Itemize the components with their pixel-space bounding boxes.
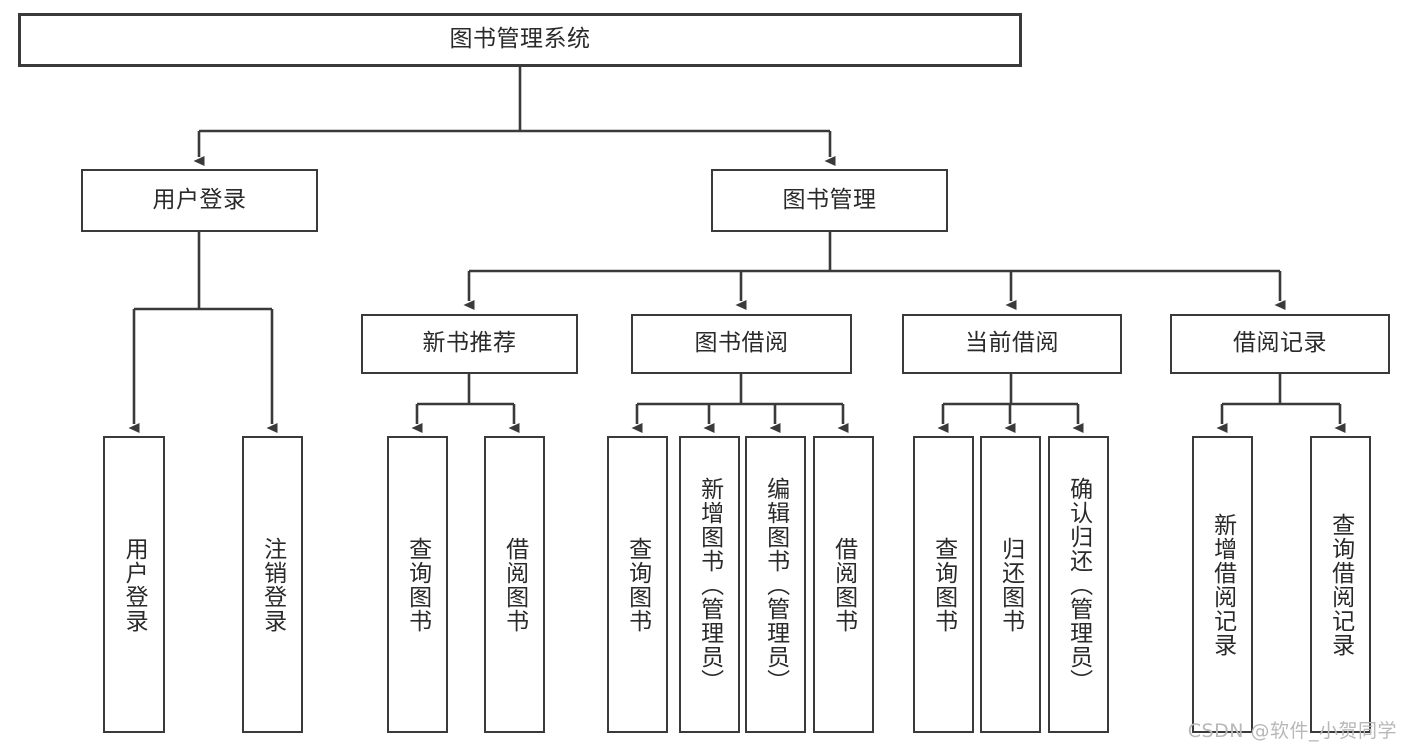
node-leaf-query-book-3-label: 查询图书 [930,536,957,633]
node-leaf-logout[interactable]: 注销登录 [242,436,303,733]
node-book-management-label: 图书管理 [782,186,877,213]
node-leaf-confirm-return-admin[interactable]: 确认归还（管理员） [1048,436,1109,733]
node-user-login[interactable]: 用户登录 [81,169,318,232]
node-leaf-query-borrow-record-label: 查询借阅记录 [1327,512,1354,657]
node-leaf-query-book-3[interactable]: 查询图书 [913,436,974,733]
node-leaf-borrow-book-1[interactable]: 借阅图书 [484,436,545,733]
node-book-borrow-label: 图书借阅 [694,330,789,357]
node-new-book-recommend-label: 新书推荐 [422,330,517,357]
node-book-management[interactable]: 图书管理 [711,169,948,232]
node-leaf-query-borrow-record[interactable]: 查询借阅记录 [1310,436,1371,733]
node-leaf-edit-book-admin-label: 编辑图书（管理员） [762,476,789,693]
node-leaf-query-book-1-label: 查询图书 [404,536,431,633]
node-leaf-return-book-label: 归还图书 [997,536,1024,633]
node-leaf-borrow-book-1-label: 借阅图书 [501,536,528,633]
node-leaf-borrow-book-2-label: 借阅图书 [830,536,857,633]
node-leaf-edit-book-admin[interactable]: 编辑图书（管理员） [745,436,806,733]
watermark-text: CSDN @软件_小贺同学 [1187,720,1397,742]
node-book-borrow[interactable]: 图书借阅 [631,314,852,374]
node-leaf-confirm-return-admin-label: 确认归还（管理员） [1065,476,1092,693]
node-leaf-logout-label: 注销登录 [259,536,286,633]
node-leaf-add-book-admin-label: 新增图书（管理员） [696,476,723,693]
node-new-book-recommend[interactable]: 新书推荐 [361,314,578,374]
node-user-login-label: 用户登录 [152,186,247,213]
node-leaf-query-book-2[interactable]: 查询图书 [607,436,668,733]
node-borrow-record[interactable]: 借阅记录 [1170,314,1390,374]
node-leaf-return-book[interactable]: 归还图书 [980,436,1041,733]
node-leaf-add-book-admin[interactable]: 新增图书（管理员） [679,436,740,733]
node-leaf-borrow-book-2[interactable]: 借阅图书 [813,436,874,733]
node-leaf-query-book-2-label: 查询图书 [624,536,651,633]
node-current-borrow[interactable]: 当前借阅 [902,314,1122,374]
node-current-borrow-label: 当前借阅 [965,330,1059,357]
node-borrow-record-label: 借阅记录 [1233,330,1327,357]
node-leaf-query-book-1[interactable]: 查询图书 [387,436,448,733]
node-leaf-user-login-label: 用户登录 [121,536,148,633]
node-leaf-add-borrow-record-label: 新增借阅记录 [1209,512,1236,657]
node-root-label: 图书管理系统 [449,26,591,53]
node-leaf-add-borrow-record[interactable]: 新增借阅记录 [1192,436,1253,733]
node-root[interactable]: 图书管理系统 [18,13,1022,67]
node-leaf-user-login[interactable]: 用户登录 [103,436,165,733]
